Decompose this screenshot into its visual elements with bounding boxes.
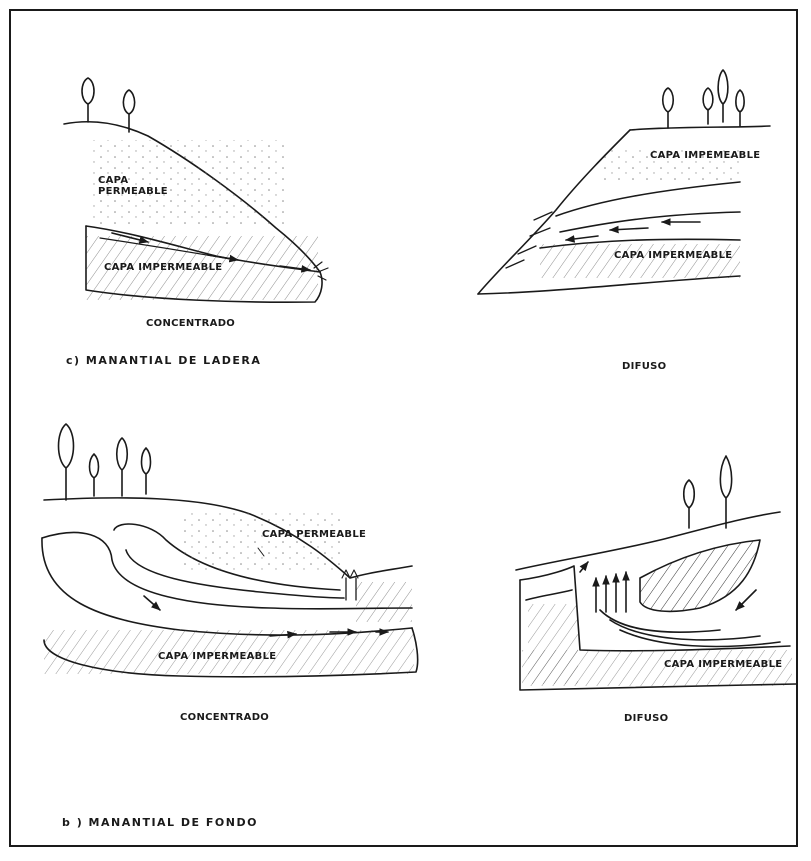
- valley-concentrated-sketch: [42, 424, 418, 677]
- valley-diffuse-sketch: [516, 456, 796, 690]
- tree-icon: [142, 448, 151, 494]
- tree-icon: [90, 454, 99, 496]
- spring-type-label: CONCENTRADO: [146, 319, 235, 330]
- impermeable-top-label: CAPA IMPEMEABLE: [650, 151, 760, 162]
- tree-icon: [684, 480, 695, 528]
- spring-type-label: DIFUSO: [624, 714, 668, 725]
- permeable-label-line2: PERMEABLE: [98, 187, 168, 198]
- panel-caption: b ) MANANTIAL DE FONDO: [62, 817, 258, 829]
- permeable-layer-label: CAPA PERMEABLE: [98, 176, 168, 197]
- spring-type-label: DIFUSO: [622, 362, 666, 373]
- tree-icon: [82, 78, 94, 122]
- impermeable-layer-label: CAPA IMPERMEABLE: [664, 660, 782, 671]
- permeable-label-line1: CAPA: [98, 176, 168, 187]
- tree-icon: [720, 456, 731, 528]
- impermeable-layer-label: CAPA IMPERMEABLE: [104, 263, 222, 274]
- panel-caption: c) MANANTIAL DE LADERA: [66, 355, 261, 367]
- tree-icon: [663, 88, 674, 128]
- tree-icon: [117, 438, 128, 496]
- tree-icon: [703, 88, 713, 124]
- tree-icon: [59, 424, 74, 500]
- tree-icon: [736, 90, 744, 126]
- impermeable-bottom-label: CAPA IMPERMEABLE: [614, 251, 732, 262]
- impermeable-layer-label: CAPA IMPERMEABLE: [158, 652, 276, 663]
- spring-type-label: CONCENTRADO: [180, 713, 269, 724]
- permeable-layer-label: CAPA PERMEABLE: [262, 530, 366, 541]
- tree-icon: [123, 90, 134, 132]
- tree-icon: [718, 70, 728, 122]
